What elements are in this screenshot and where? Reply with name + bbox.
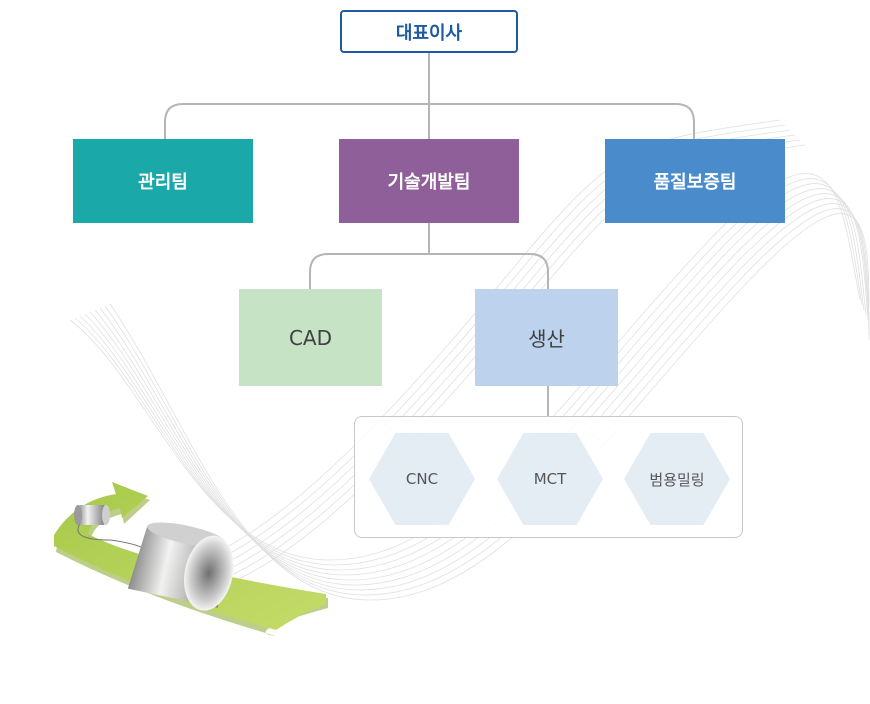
dept-rnd: 기술개발팀 [339, 139, 519, 223]
process-mct-label: MCT [533, 470, 567, 488]
unit-production-label: 생산 [528, 327, 565, 351]
unit-cad-label: CAD [288, 325, 333, 350]
dept-management: 관리팀 [73, 139, 253, 223]
process-cnc-label: CNC [405, 470, 439, 488]
unit-cad: CAD [239, 289, 382, 386]
ceo-box: 대표이사 [340, 10, 518, 53]
process-general-milling: 범용밀링 [624, 433, 730, 525]
dept-quality-assurance: 품질보증팀 [605, 139, 785, 223]
dept-management-label: 관리팀 [138, 172, 188, 193]
green-arrow-icon [54, 482, 326, 630]
small-tin-can-icon [74, 505, 110, 525]
unit-production: 생산 [475, 289, 618, 386]
process-mct: MCT [497, 433, 603, 525]
dept-rnd-label: 기술개발팀 [387, 172, 471, 193]
process-milling-label: 범용밀링 [649, 470, 705, 489]
ceo-label: 대표이사 [395, 22, 463, 44]
large-tin-can-icon [127, 522, 234, 611]
dept-qa-label: 품질보증팀 [653, 172, 737, 193]
